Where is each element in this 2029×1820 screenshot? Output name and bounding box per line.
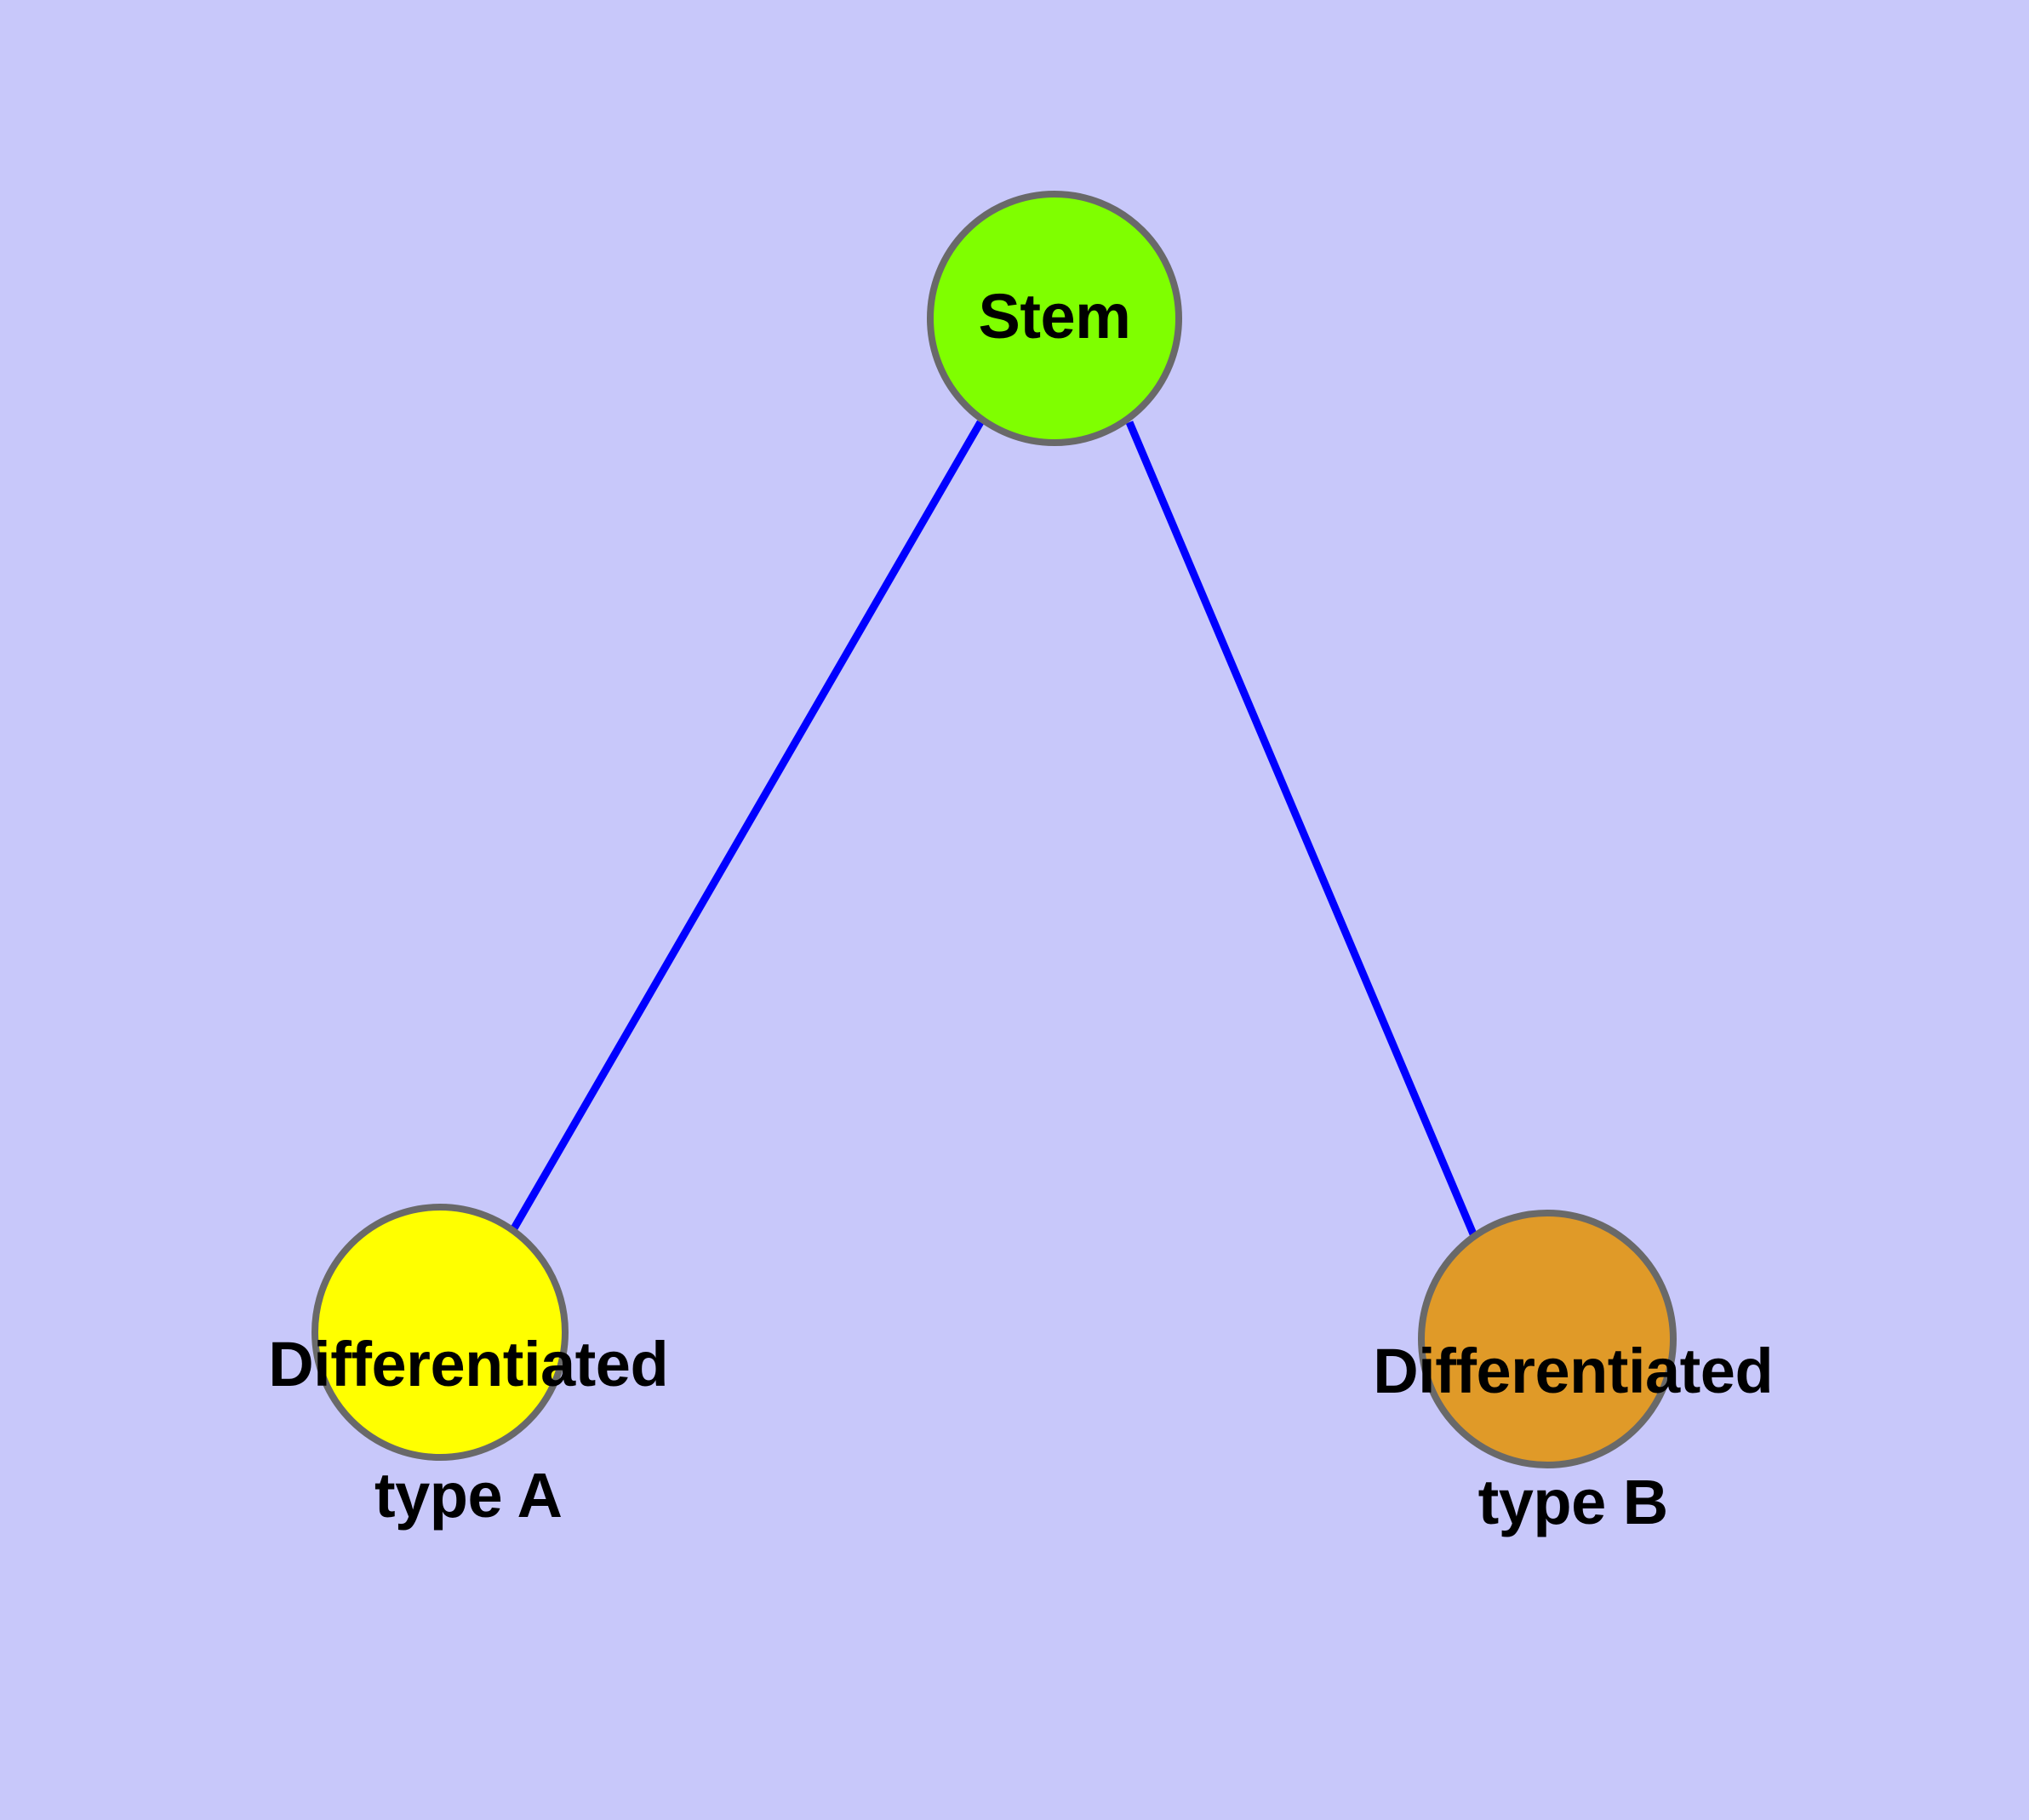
- edge-stem-to-differentiated-type-b[interactable]: [1125, 421, 1478, 1238]
- node-differentiated-type-a[interactable]: [311, 1204, 569, 1461]
- node-differentiated-type-b[interactable]: [1418, 1210, 1677, 1468]
- edge-stem-to-differentiated-type-a[interactable]: [511, 420, 984, 1231]
- edge-layer: [511, 420, 1478, 1238]
- node-layer: [311, 191, 1677, 1468]
- node-stem[interactable]: [927, 191, 1182, 446]
